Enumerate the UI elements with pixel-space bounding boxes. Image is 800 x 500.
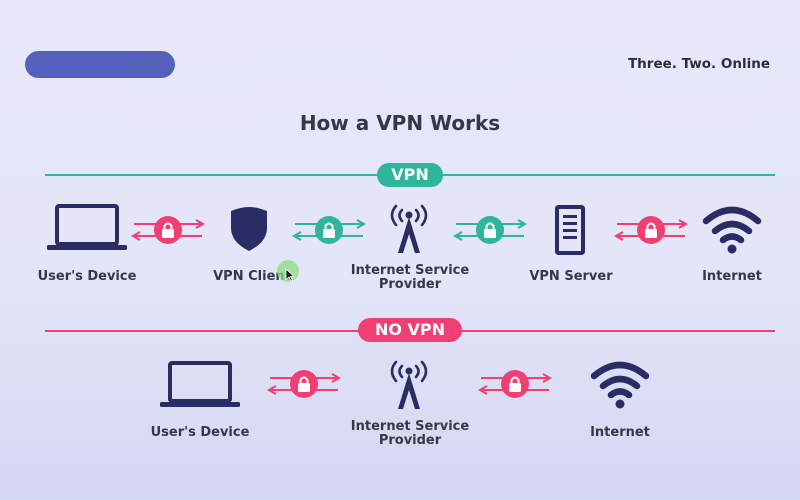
lock-icon — [509, 376, 521, 392]
vpn-badge: VPN — [377, 163, 443, 187]
novpn-connector-1 — [266, 370, 342, 398]
shield-icon — [231, 207, 267, 251]
lock-icon — [484, 222, 496, 238]
laptop-icon — [160, 361, 240, 407]
antenna-icon — [390, 204, 428, 253]
laptop-icon — [47, 204, 127, 250]
lock-icon — [162, 222, 174, 238]
node-label-vpn-client: VPN Client — [213, 269, 291, 284]
node-label-isp: Internet Service Provider — [350, 263, 470, 292]
lock-icon — [323, 222, 335, 238]
lock-icon — [298, 376, 310, 392]
novpn-badge: NO VPN — [358, 318, 462, 342]
novpn-label-internet: Internet — [590, 425, 650, 440]
vpn-connector-2 — [291, 216, 367, 244]
vpn-divider-left — [45, 174, 380, 176]
novpn-connector-2 — [477, 370, 553, 398]
mouse-cursor-icon — [285, 268, 295, 282]
vpn-connector-1 — [130, 216, 206, 244]
node-label-internet: Internet — [702, 269, 762, 284]
antenna-icon — [390, 360, 428, 409]
node-label-users-device: User's Device — [37, 269, 137, 284]
wifi-icon — [590, 361, 650, 409]
blank-label-pill — [25, 51, 175, 78]
brand-name: Three. Two. Online — [627, 56, 770, 72]
lock-icon — [645, 222, 657, 238]
node-label-vpn-server: VPN Server — [529, 269, 613, 284]
novpn-label-users-device: User's Device — [150, 425, 250, 440]
wifi-icon — [702, 206, 762, 254]
novpn-divider-right — [460, 330, 775, 332]
page-title: How a VPN Works — [299, 111, 501, 135]
vpn-divider-right — [440, 174, 775, 176]
vpn-connector-4 — [613, 216, 689, 244]
novpn-label-isp: Internet Service Provider — [350, 419, 470, 448]
vpn-connector-3 — [452, 216, 528, 244]
novpn-divider-left — [45, 330, 361, 332]
server-icon — [555, 205, 585, 255]
